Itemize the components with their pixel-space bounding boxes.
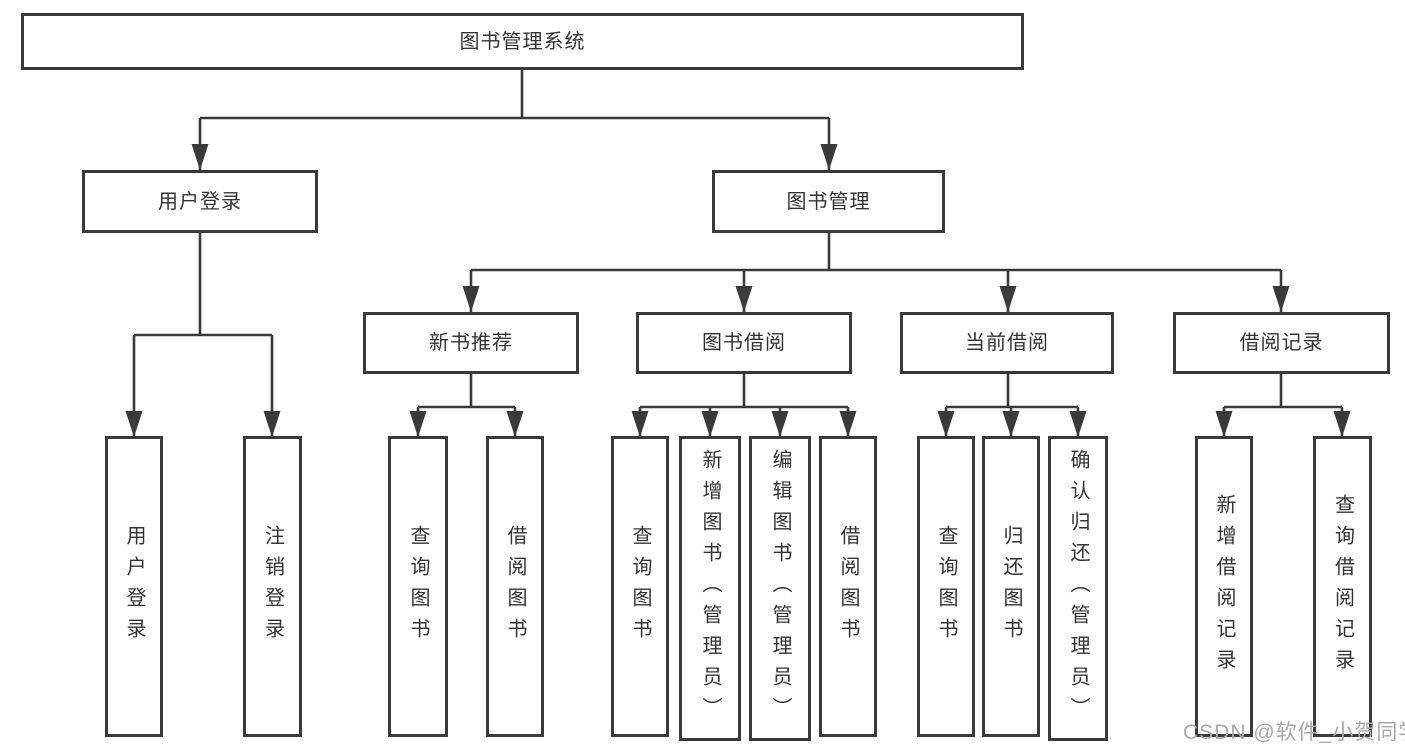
leaf-query-books: 查询图书 — [611, 436, 669, 737]
connector-user-login — [132, 233, 274, 437]
arrowhead — [506, 411, 524, 437]
connector-root — [198, 70, 831, 170]
node-label: 查询图书 — [407, 524, 429, 649]
leaf-add-borrow-record: 新增借阅记录 — [1195, 436, 1253, 737]
leaf-confirm-return-admin: 确认归还（管理员） — [1048, 436, 1108, 741]
arrowhead — [701, 411, 719, 437]
connector-book-borrow — [638, 374, 850, 437]
node-label: 查询图书 — [629, 524, 651, 649]
node-current-borrow: 当前借阅 — [900, 312, 1114, 374]
node-user-login: 用户登录 — [82, 170, 318, 233]
arrowhead — [820, 144, 838, 170]
node-label: 用户登录 — [123, 524, 145, 649]
arrowhead — [735, 286, 753, 312]
csdn-watermark: CSDN @软件_小贺同学 — [1183, 721, 1405, 744]
connector-book-mgmt — [469, 233, 1283, 312]
node-library-system: 图书管理系统 — [21, 13, 1024, 70]
node-label: 新增图书（管理员） — [699, 449, 721, 728]
arrowhead — [191, 144, 209, 170]
node-label: 用户登录 — [158, 190, 242, 213]
node-label: 借阅记录 — [1239, 332, 1324, 354]
arrowhead — [263, 411, 281, 437]
arrowhead — [1002, 411, 1020, 437]
arrowhead — [462, 286, 480, 312]
node-label: 查询图书 — [935, 524, 957, 649]
node-label: 借阅图书 — [504, 524, 526, 649]
node-label: 归还图书 — [1000, 524, 1022, 649]
leaf-return-books: 归还图书 — [982, 436, 1040, 737]
leaf-borrow-books: 借阅图书 — [819, 436, 877, 737]
node-label: 图书管理系统 — [459, 30, 586, 53]
leaf-add-books-admin: 新增图书（管理员） — [679, 436, 741, 741]
arrowhead — [631, 411, 649, 437]
arrowhead — [1069, 411, 1087, 437]
arrowhead — [1272, 286, 1290, 312]
node-label: 图书管理 — [786, 190, 871, 213]
leaf-user-login: 用户登录 — [105, 436, 163, 737]
node-borrow-records: 借阅记录 — [1173, 312, 1390, 374]
arrowhead — [771, 411, 789, 437]
node-label: 编辑图书（管理员） — [769, 449, 791, 728]
connector-borrow-records — [1222, 374, 1344, 437]
arrowhead — [1215, 411, 1233, 437]
leaf-edit-books-admin: 编辑图书（管理员） — [749, 436, 811, 741]
node-label: 查询借阅记录 — [1331, 493, 1354, 680]
node-label: 新增借阅记录 — [1213, 493, 1235, 680]
arrowhead — [937, 411, 955, 437]
arrowhead — [999, 286, 1017, 312]
arrowhead — [1333, 411, 1351, 437]
node-label: 当前借阅 — [965, 332, 1049, 354]
leaf-query-books: 查询图书 — [388, 436, 448, 737]
arrowhead — [125, 411, 143, 437]
arrowhead — [409, 411, 427, 437]
leaf-query-books: 查询图书 — [917, 436, 975, 737]
node-label: 借阅图书 — [837, 524, 859, 649]
node-book-management: 图书管理 — [712, 170, 945, 233]
connector-new-books — [416, 374, 517, 437]
leaf-borrow-books: 借阅图书 — [486, 436, 544, 737]
node-label: 新书推荐 — [429, 332, 513, 354]
arrowhead — [839, 411, 857, 437]
node-label: 确认归还（管理员） — [1067, 449, 1089, 728]
leaf-logout: 注销登录 — [243, 436, 302, 737]
node-book-borrow: 图书借阅 — [636, 312, 852, 374]
node-label: 图书借阅 — [702, 332, 786, 354]
node-label: 注销登录 — [261, 524, 284, 649]
leaf-query-borrow-record: 查询借阅记录 — [1313, 436, 1372, 737]
node-new-book-recommend: 新书推荐 — [363, 312, 579, 374]
